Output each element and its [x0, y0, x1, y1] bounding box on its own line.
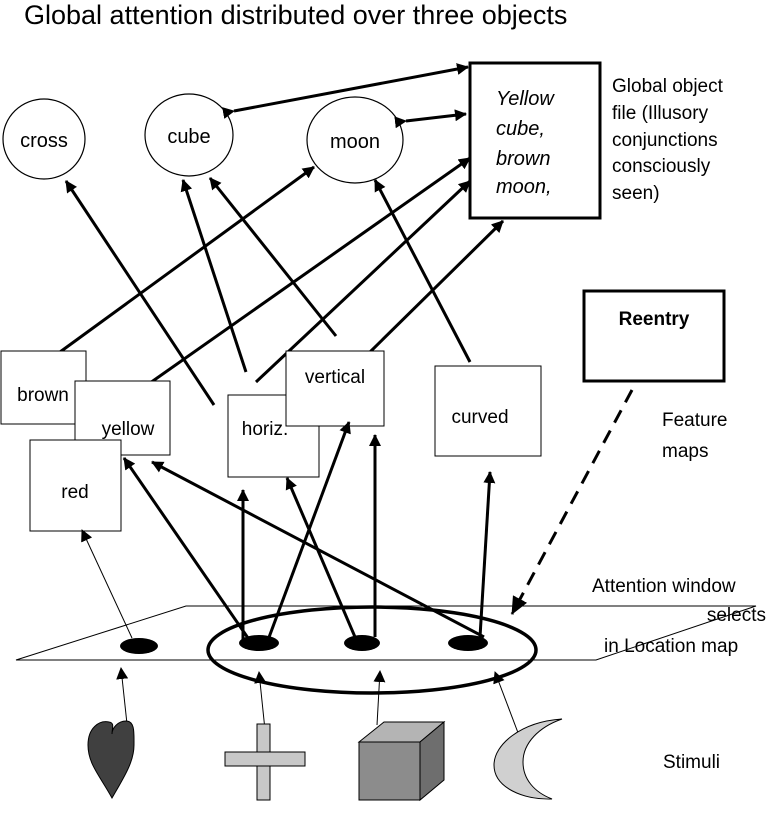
object-label-cube: cube	[167, 126, 210, 148]
arrow-brown-moon	[59, 165, 315, 354]
arrow-stimulus-moon	[493, 671, 521, 739]
arrow-cube-horiz	[285, 477, 357, 638]
diagram-title: Global attention distributed over three …	[24, 0, 567, 30]
feature-box-curved	[434, 365, 542, 457]
stimulus-cube-icon	[357, 720, 446, 802]
global-object-file-box	[468, 61, 602, 220]
global-file-label-line-5: seen)	[612, 183, 660, 204]
arrow-horiz-cross	[64, 180, 216, 406]
reentry-label: Reentry	[619, 309, 690, 330]
global-file-label-line-1: Global object	[612, 76, 724, 97]
arrow-stimulus-cube	[373, 670, 386, 726]
location-blob-moon	[448, 635, 488, 651]
location-map-plane	[15, 605, 757, 661]
object-label-cross: cross	[20, 130, 68, 152]
attention-label-line-1: Attention window	[592, 576, 736, 597]
feature-box-vertical	[285, 350, 385, 427]
stimulus-crescent-icon	[493, 718, 563, 800]
feature-label-red: red	[61, 482, 88, 503]
feature-label-curved: curved	[451, 407, 508, 428]
arrow-horiz-global	[254, 179, 472, 384]
feature-label-horiz: horiz.	[242, 419, 288, 440]
feature-box-red	[29, 439, 122, 532]
feature-label-vertical: vertical	[305, 367, 365, 388]
object-circle-cube	[144, 93, 234, 177]
arrow-vertical-global	[368, 219, 505, 354]
object-label-moon: moon	[330, 131, 380, 153]
global-file-label-line-3: conjunctions	[612, 130, 718, 151]
global-file-line-4: moon,	[496, 176, 552, 198]
location-blob-cube	[344, 635, 380, 651]
feature-maps-label-line-2: maps	[662, 441, 708, 462]
reentry-dashed-arrow	[510, 389, 634, 615]
feature-label-yellow: yellow	[102, 419, 155, 440]
feature-maps-label-line-1: Feature	[662, 410, 727, 431]
arrow-cross-yellow	[122, 457, 250, 639]
global-file-label-line-2: file (Illusory	[612, 103, 709, 124]
attention-label-line-2: selects	[707, 605, 766, 626]
global-file-line-3: brown	[496, 148, 550, 170]
arrow-heart-red	[81, 529, 133, 639]
global-file-label-line-4: consciously	[612, 156, 711, 177]
arrow-cube-global	[222, 63, 469, 119]
stimuli-label: Stimuli	[663, 752, 720, 773]
feature-label-brown: brown	[17, 385, 69, 406]
arrow-horiz-cube	[180, 179, 248, 373]
stimulus-heart-icon	[87, 720, 135, 800]
global-file-line-1: Yellow	[496, 88, 555, 110]
location-blob-heart	[120, 638, 158, 654]
arrow-yellow-global	[149, 156, 471, 385]
arrow-moon-curved	[478, 471, 496, 638]
location-blob-cross	[239, 635, 279, 651]
global-file-line-2: cube,	[496, 118, 545, 140]
arrow-moon-global	[394, 109, 467, 129]
stimulus-cross-icon	[224, 723, 306, 801]
object-circle-cross	[2, 98, 86, 180]
arrow-vertical-cube	[208, 177, 338, 337]
arrow-moon-yellow	[151, 460, 485, 639]
attention-window-ellipse	[206, 605, 538, 695]
arrow-stimulus-cross	[254, 671, 267, 731]
reentry-box	[582, 289, 726, 383]
arrow-stimulus-heart	[116, 667, 129, 725]
arrow-curved-moon	[373, 179, 472, 363]
attention-label-line-3: in Location map	[604, 636, 738, 657]
